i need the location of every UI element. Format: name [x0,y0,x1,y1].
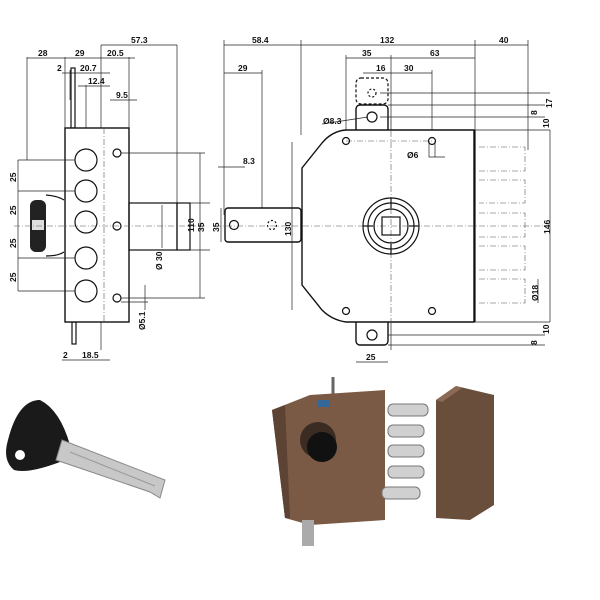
dim-2-top: 2 [57,63,62,73]
strike-tail [224,207,302,243]
dim-132: 132 [380,35,394,45]
dim-25-a: 25 [8,172,18,182]
dim-10-bottom: 10 [541,324,551,334]
dim-9-5: 9.5 [116,90,128,100]
cylinder-rosette [362,197,420,255]
dim-10-top: 10 [541,118,551,128]
dim-16: 16 [376,63,386,73]
dim-35-front: 35 [362,48,372,58]
dim-dia-30: Ø 30 [154,251,164,270]
dim-25-bottom: 25 [366,352,376,362]
dim-17: 17 [544,98,554,108]
dim-18-5: 18.5 [82,350,99,360]
dim-2-bottom: 2 [63,350,68,360]
dim-63: 63 [430,48,440,58]
dim-35: 35 [196,222,206,232]
dim-20-5: 20.5 [107,48,124,58]
side-view: 28 29 57.3 20.5 2 20.7 12.4 9.5 25 25 25… [8,35,210,361]
dim-dia-8-3: Ø8.3 [323,116,342,126]
dim-30: 30 [404,63,414,73]
dim-25-c: 25 [8,238,18,248]
dim-20-7: 20.7 [80,63,97,73]
dim-57-3: 57.3 [131,35,148,45]
dim-110: 110 [186,218,196,232]
dim-25-d: 25 [8,272,18,282]
dim-146: 146 [542,220,552,234]
dim-130: 130 [283,222,293,236]
dim-12-4: 12.4 [88,76,105,86]
dim-8-top: 8 [529,110,539,115]
dim-58-4: 58.4 [252,35,269,45]
dim-8-3-tail: 8.3 [243,156,255,166]
dim-29-front: 29 [238,63,248,73]
front-view: 58.4 132 40 29 35 16 30 63 8.3 35 130 Ø8… [211,35,554,363]
key-photo [6,400,166,499]
dim-40: 40 [499,35,509,45]
dim-dia-18: Ø18 [530,285,540,301]
dim-25-b: 25 [8,205,18,215]
dim-8-bottom: 8 [529,340,539,345]
bolts-dashed [479,146,526,304]
dim-dia-5-1: Ø5.1 [137,311,147,330]
dim-28: 28 [38,48,48,58]
dim-29: 29 [75,48,85,58]
dim-35-tail: 35 [211,222,221,232]
lock-photo [272,377,494,546]
dim-dia-6: Ø6 [407,150,419,160]
